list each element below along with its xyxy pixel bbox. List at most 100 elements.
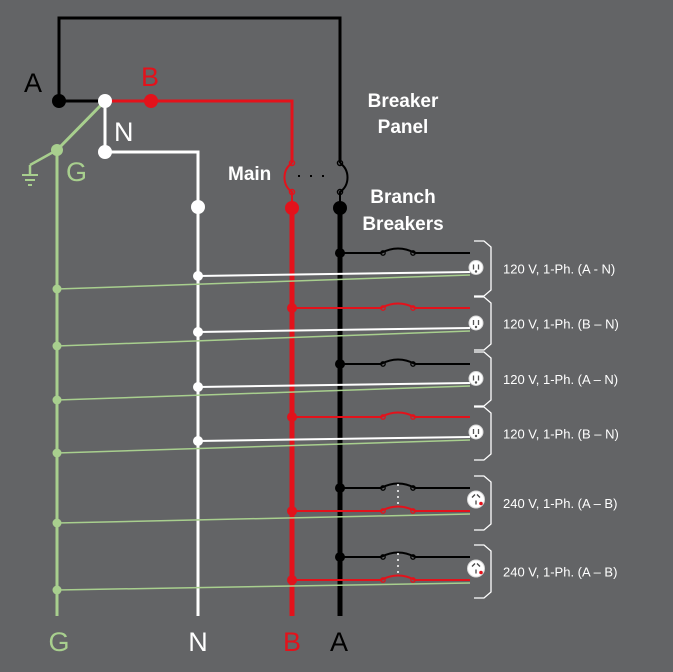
breaker-contact-icon	[380, 508, 386, 514]
branch-3-neutral-tap	[193, 382, 203, 392]
branch-6-label: 240 V, 1-Ph. (A – B)	[503, 565, 617, 580]
branch-6-enclosure-bracket	[474, 544, 492, 599]
label-top-a: A	[24, 68, 42, 98]
ground-symbol-icon	[22, 174, 38, 186]
branch-4-neutral-wire	[197, 436, 471, 442]
phase-b-bus-terminal	[285, 201, 299, 215]
branch-4-tap-b	[287, 412, 297, 422]
label-breaker-panel-2: Panel	[378, 117, 429, 138]
breaker-icon	[380, 551, 416, 558]
main-breaker-b-icon	[283, 160, 293, 208]
label-top-g: G	[66, 157, 87, 187]
branch-2-neutral-tap	[193, 327, 203, 337]
phase-b-terminal	[144, 94, 158, 108]
phase-a-service-line	[57, 16, 342, 160]
branch-5-tap-a	[335, 483, 345, 493]
breaker-icon	[380, 482, 416, 489]
branch-5-ground-wire	[56, 513, 471, 524]
branch-3-ground-tap	[52, 395, 62, 405]
receptacle-slot-icon	[471, 494, 476, 498]
branch-1-label: 120 V, 1-Ph. (A - N)	[503, 262, 615, 277]
branch-circuits: 120 V, 1-Ph. (A - N) 120 V, 1-Ph. (B – N)…	[52, 240, 619, 599]
receptacle-slot-icon	[471, 563, 476, 567]
breaker-icon	[380, 358, 416, 365]
branch-5-enclosure-bracket	[474, 475, 492, 531]
branch-4-label: 120 V, 1-Ph. (B – N)	[503, 427, 619, 442]
main-a-contact-top	[336, 159, 344, 167]
branch-6-ground-tap	[52, 585, 62, 595]
branch-6-tap-a	[335, 552, 345, 562]
label-branch-breakers-2: Breakers	[362, 214, 443, 235]
branch-6-ground-wire	[56, 582, 471, 591]
label-bottom-g: G	[48, 627, 69, 657]
breaker-icon	[380, 505, 416, 512]
branch-6-tap-b	[287, 575, 297, 585]
breaker-contact-icon	[380, 250, 386, 256]
branch-1-ground-wire	[56, 274, 471, 290]
branch-3-tap-a	[335, 359, 345, 369]
phase-b-service-line	[105, 99, 294, 160]
label-top-n: N	[114, 117, 134, 147]
branch-3-neutral-wire	[197, 382, 471, 388]
receptacle-ground-hole-icon	[474, 325, 478, 329]
label-main: Main	[228, 164, 271, 185]
label-branch-breakers-1: Branch	[370, 187, 435, 208]
main-b-contact-bottom	[288, 188, 296, 196]
neutral-service-line	[103, 101, 200, 207]
receptacle-120v-icon	[468, 371, 484, 386]
phase-a-terminal	[52, 94, 66, 108]
phase-a-bus-terminal	[333, 201, 347, 215]
branch-4-ground-wire	[56, 439, 471, 454]
branch-1-enclosure-bracket	[474, 240, 492, 297]
branch-3-enclosure-bracket	[474, 351, 492, 407]
main-b-contact-top	[288, 159, 296, 167]
breaker-contact-icon	[380, 305, 386, 311]
neutral-lower-terminal	[98, 145, 112, 159]
label-top-b: B	[141, 62, 159, 92]
receptacle-120v-icon	[468, 260, 484, 275]
receptacle-ground-hole-icon	[474, 270, 478, 273]
breaker-contact-icon	[380, 485, 386, 491]
receptacle-ground-hole-icon	[474, 381, 478, 384]
breaker-contact-icon	[380, 414, 386, 420]
branch-5-ground-tap	[52, 518, 62, 528]
receptacle-120v-icon	[468, 424, 484, 440]
label-breaker-panel-1: Breaker	[368, 91, 439, 112]
branch-2-enclosure-bracket	[474, 296, 492, 351]
main-breaker-a-icon	[339, 160, 349, 208]
branch-1-tap-a	[335, 248, 345, 258]
branch-2-ground-wire	[56, 330, 471, 347]
branch-5-label: 240 V, 1-Ph. (A – B)	[503, 496, 617, 511]
breaker-icon	[380, 302, 416, 309]
branch-1-neutral-tap	[193, 271, 203, 281]
label-bottom-a: A	[330, 627, 348, 657]
branch-2-label: 120 V, 1-Ph. (B – N)	[503, 317, 619, 332]
receptacle-120v-icon	[468, 315, 484, 331]
breaker-contact-icon	[380, 361, 386, 367]
branch-2-neutral-wire	[197, 327, 471, 333]
branch-3-ground-wire	[56, 385, 471, 401]
breaker-icon	[380, 574, 416, 581]
branch-1-ground-tap	[52, 284, 62, 294]
branch-3-label: 120 V, 1-Ph. (A – N)	[503, 372, 618, 387]
receptacle-marker-icon	[479, 501, 483, 506]
receptacle-slot-icon	[476, 494, 481, 498]
branch-2-ground-tap	[52, 341, 62, 351]
diagram-labels: A B N G Breaker Panel Main Branch Breake…	[24, 62, 444, 657]
neutral-terminal	[98, 94, 112, 108]
ground-terminal	[51, 144, 63, 156]
receptacle-ground-hole-icon	[474, 434, 478, 438]
label-bottom-n: N	[188, 627, 208, 657]
breaker-contact-icon	[380, 554, 386, 560]
receptacle-marker-icon	[479, 570, 483, 575]
branch-4-ground-tap	[52, 448, 62, 458]
branch-5-tap-b	[287, 506, 297, 516]
breaker-icon	[380, 411, 416, 418]
service-junctions	[51, 94, 347, 215]
branch-4-enclosure-bracket	[474, 406, 492, 461]
receptacle-240v-icon	[467, 559, 485, 578]
receptacle-slot-icon	[476, 563, 481, 567]
receptacle-240v-icon	[467, 490, 485, 509]
